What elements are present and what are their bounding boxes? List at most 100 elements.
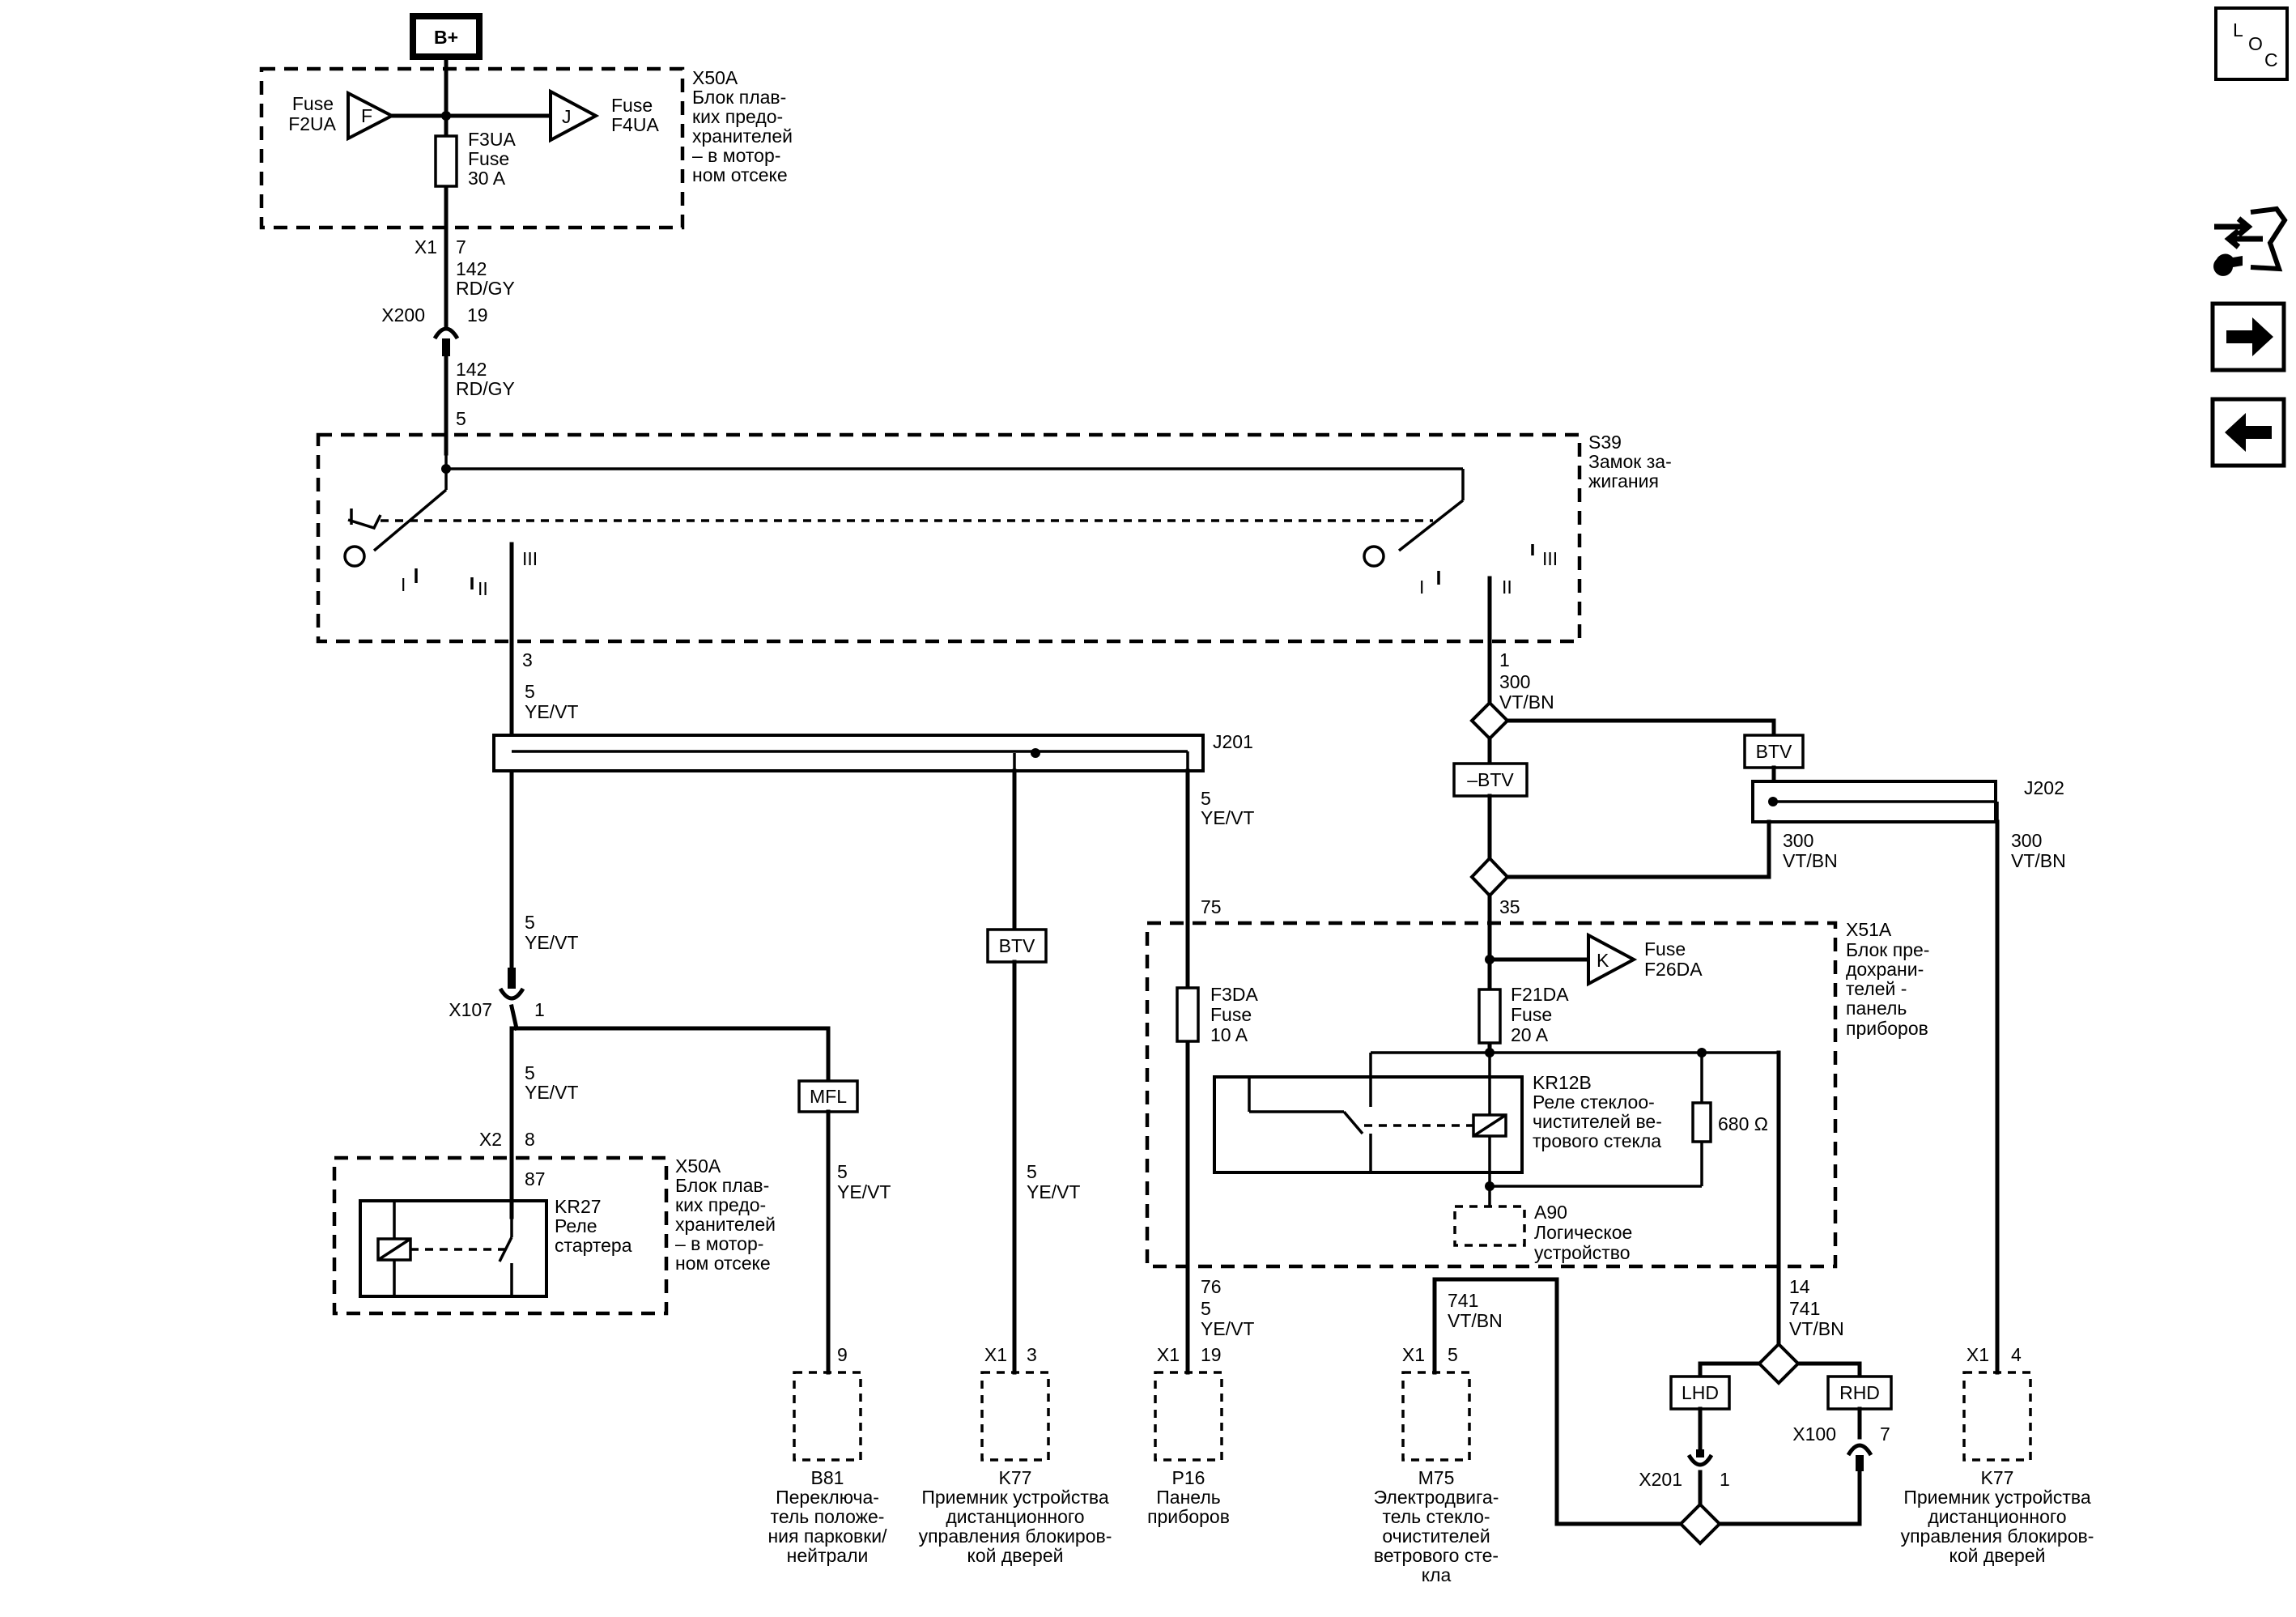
arrow-right-icon[interactable]: [2210, 301, 2286, 372]
svg-text:Реле стеклоо-: Реле стеклоо-: [1533, 1091, 1655, 1113]
svg-text:Fuse: Fuse: [292, 93, 334, 114]
loc-icon[interactable]: L O C: [2214, 6, 2289, 81]
svg-text:A90: A90: [1534, 1202, 1567, 1223]
connector-tools-icon[interactable]: [2213, 206, 2288, 276]
svg-text:O: O: [2248, 33, 2263, 54]
component-k77-left: K77 Приемник устройства дистанционного у…: [919, 1371, 1112, 1566]
svg-text:X107: X107: [449, 999, 492, 1020]
svg-text:I: I: [1419, 577, 1424, 598]
svg-text:III: III: [1542, 548, 1558, 569]
svg-text:управления блокиров-: управления блокиров-: [919, 1526, 1112, 1547]
battery-terminal: B+: [410, 13, 483, 60]
svg-text:VT/BN: VT/BN: [1783, 850, 1838, 871]
option-btv-left: BTV: [986, 928, 1048, 964]
arrow-left-icon[interactable]: [2210, 397, 2286, 468]
svg-text:дистанционного: дистанционного: [1928, 1506, 2066, 1527]
svg-text:1: 1: [1499, 649, 1510, 670]
svg-text:142: 142: [456, 359, 487, 380]
option-lhd: LHD: [1669, 1375, 1731, 1411]
splice-pack-j201: J201: [492, 731, 1253, 772]
svg-text:X1: X1: [415, 236, 437, 257]
svg-text:Fuse: Fuse: [1644, 938, 1686, 960]
svg-text:хранителей: хранителей: [675, 1214, 776, 1235]
svg-text:RD/GY: RD/GY: [456, 378, 515, 399]
svg-text:F3DA: F3DA: [1210, 984, 1258, 1005]
option-mfl: MFL: [797, 1079, 859, 1113]
svg-text:тель стекло-: тель стекло-: [1382, 1506, 1490, 1527]
fuse-f4ua: J Fuse F4UA: [549, 88, 659, 143]
svg-text:ном отсеке: ном отсеке: [675, 1253, 771, 1274]
svg-text:X1: X1: [984, 1344, 1007, 1365]
svg-text:M75: M75: [1418, 1467, 1455, 1488]
b-plus-label: B+: [434, 27, 458, 48]
relay-kr12b: KR12B Реле стеклоо- чистителей ве- трово…: [1213, 1048, 1779, 1192]
svg-text:хранителей: хранителей: [692, 126, 793, 147]
ignition-switch-s39: S39 Замок за- жигания I II III I II III: [316, 432, 1672, 644]
svg-text:ветрового сте-: ветрового сте-: [1374, 1545, 1499, 1566]
svg-text:Fuse: Fuse: [1210, 1004, 1252, 1025]
svg-text:J202: J202: [2024, 777, 2064, 798]
relay-kr27: KR27 Реле стартера: [359, 1196, 632, 1298]
svg-text:20 A: 20 A: [1511, 1024, 1549, 1045]
svg-text:кой дверей: кой дверей: [1949, 1545, 2046, 1566]
component-p16: P16 Панель приборов: [1147, 1371, 1230, 1527]
svg-text:управления блокиров-: управления блокиров-: [1901, 1526, 2094, 1547]
connector-x100: X100 7: [1792, 1423, 1890, 1471]
svg-text:F26DA: F26DA: [1644, 959, 1703, 980]
svg-text:P16: P16: [1172, 1467, 1205, 1488]
svg-text:19: 19: [1201, 1344, 1222, 1365]
svg-text:ния парковки/: ния парковки/: [767, 1526, 887, 1547]
svg-text:F: F: [361, 105, 372, 126]
svg-text:–BTV: –BTV: [1467, 769, 1514, 790]
svg-text:MFL: MFL: [810, 1086, 847, 1107]
svg-text:жигания: жигания: [1588, 470, 1659, 491]
svg-text:5: 5: [1027, 1161, 1037, 1182]
svg-text:Замок за-: Замок за-: [1588, 451, 1672, 472]
svg-text:5: 5: [525, 1062, 535, 1083]
fuse-block-x50a-bottom: X50A Блок плав- ких предо- хранителей – …: [332, 1155, 776, 1316]
svg-text:Fuse: Fuse: [611, 95, 653, 116]
svg-text:приборов: приборов: [1846, 1018, 1928, 1039]
svg-text:Панель: Панель: [1156, 1487, 1220, 1508]
fuse-f26da: K Fuse F26DA: [1587, 932, 1703, 987]
svg-text:III: III: [522, 548, 538, 569]
connector-x201: X201 1: [1639, 1449, 1730, 1507]
svg-text:телей -: телей -: [1846, 978, 1907, 999]
svg-text:X100: X100: [1792, 1423, 1836, 1445]
svg-text:5: 5: [1201, 788, 1211, 809]
svg-text:YE/VT: YE/VT: [1027, 1181, 1080, 1202]
svg-text:YE/VT: YE/VT: [837, 1181, 891, 1202]
svg-text:дистанционного: дистанционного: [946, 1506, 1084, 1527]
fuse-f3da: F3DA Fuse 10 A: [1176, 984, 1258, 1045]
x50a-top-id: X50A: [692, 67, 738, 88]
svg-text:19: 19: [467, 304, 488, 326]
svg-text:Блок пре-: Блок пре-: [1846, 939, 1929, 960]
svg-text:YE/VT: YE/VT: [525, 932, 578, 953]
svg-text:7: 7: [1880, 1423, 1890, 1445]
svg-text:F2UA: F2UA: [288, 113, 336, 134]
svg-text:14: 14: [1789, 1276, 1810, 1297]
svg-text:5: 5: [1448, 1344, 1458, 1365]
svg-text:K: K: [1597, 950, 1609, 971]
svg-text:Fuse: Fuse: [1511, 1004, 1552, 1025]
svg-text:II: II: [1502, 577, 1512, 598]
svg-text:1: 1: [1720, 1469, 1730, 1490]
svg-text:Логическое: Логическое: [1534, 1222, 1632, 1243]
svg-text:8: 8: [525, 1129, 535, 1150]
svg-text:5: 5: [525, 681, 535, 702]
svg-text:ких предо-: ких предо-: [692, 106, 783, 127]
svg-text:KR27: KR27: [555, 1196, 602, 1217]
svg-text:VT/BN: VT/BN: [1499, 691, 1554, 713]
svg-text:5: 5: [456, 408, 466, 429]
svg-text:YE/VT: YE/VT: [525, 701, 578, 722]
splice-pack-j202: J202: [1751, 777, 2064, 823]
svg-text:S39: S39: [1588, 432, 1622, 453]
svg-text:YE/VT: YE/VT: [1201, 1318, 1254, 1339]
svg-text:приборов: приборов: [1147, 1506, 1230, 1527]
svg-text:кой дверей: кой дверей: [967, 1545, 1064, 1566]
svg-text:Электродвига-: Электродвига-: [1374, 1487, 1499, 1508]
svg-text:741: 741: [1789, 1298, 1820, 1319]
svg-text:BTV: BTV: [1756, 741, 1792, 762]
svg-text:1: 1: [534, 999, 545, 1020]
